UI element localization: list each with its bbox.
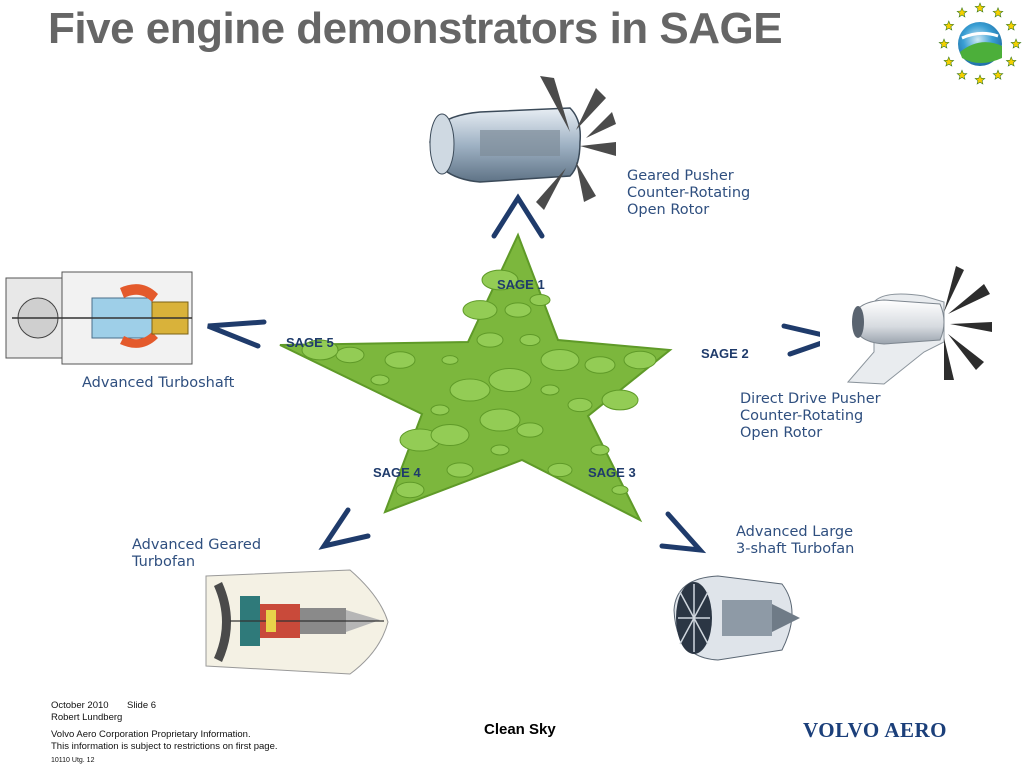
star-cylinder — [430, 424, 470, 446]
arrow-down-right — [659, 511, 707, 554]
eu-star-icon — [1005, 56, 1017, 67]
star-cylinder — [370, 374, 390, 386]
footer-date: October 2010 — [51, 700, 109, 711]
star-cylinder — [567, 397, 593, 413]
sage-tag-2: SAGE 2 — [701, 346, 749, 361]
star-cylinder — [476, 332, 504, 348]
footer-doc-code: 10110 Utg. 12 — [51, 757, 95, 764]
eu-star-icon — [938, 38, 950, 49]
eu-star-icon — [1005, 20, 1017, 31]
star-cylinder — [611, 485, 629, 495]
green-star-shape — [279, 232, 673, 523]
label-sage1: Geared Pusher Counter-Rotating Open Roto… — [627, 168, 751, 218]
label-sage4: Advanced Geared Turbofan — [132, 537, 262, 570]
sage-tag-5: SAGE 5 — [286, 335, 334, 350]
arrow-right — [781, 323, 820, 357]
star-cylinder — [449, 378, 491, 402]
star-cylinder — [488, 367, 532, 393]
star-cylinder — [540, 384, 560, 396]
engine-image-sage3 — [673, 575, 800, 661]
eu-star-icon — [956, 7, 968, 18]
clean-sky-logo — [938, 2, 1022, 85]
star-cylinder — [529, 294, 551, 306]
footer-proprietary-2: This information is subject to restricti… — [51, 741, 278, 752]
engine-image-sage1 — [429, 76, 616, 210]
star-cylinder — [584, 356, 616, 374]
volvo-aero-logo: VOLVO AERO — [803, 718, 948, 742]
star-cylinder — [590, 444, 610, 456]
star-cylinder — [516, 422, 544, 438]
eu-star-icon — [943, 20, 955, 31]
star-cylinder — [481, 269, 519, 291]
eu-star-icon — [992, 7, 1004, 18]
label-sage3: Advanced Large 3-shaft Turbofan — [736, 524, 855, 557]
star-cylinder — [601, 389, 639, 411]
star-cylinder — [623, 350, 657, 370]
engine-image-sage4 — [205, 569, 389, 675]
star-cylinder — [490, 444, 510, 456]
eu-star-icon — [956, 69, 968, 80]
engine-image-sage5 — [5, 271, 193, 365]
sage-tag-1: SAGE 1 — [497, 277, 545, 292]
star-cylinder-texture — [301, 269, 657, 499]
eu-star-icon — [1010, 38, 1022, 49]
star-cylinder — [301, 339, 339, 361]
arrow-left — [207, 319, 267, 349]
star-cylinder — [446, 462, 474, 478]
eu-star-icon — [943, 56, 955, 67]
footer-slide-number: Slide 6 — [127, 700, 157, 711]
eu-star-icon — [974, 74, 986, 85]
label-sage2: Direct Drive Pusher Counter-Rotating Ope… — [740, 391, 881, 441]
star-cylinder — [540, 349, 580, 371]
star-cylinder — [430, 404, 450, 416]
star-cylinder — [462, 300, 498, 320]
sage-tag-3: SAGE 3 — [588, 465, 636, 480]
eu-star-icon — [992, 69, 1004, 80]
star-cylinder — [335, 346, 365, 364]
arrow-down-left — [318, 507, 371, 550]
eu-star-icon — [974, 2, 986, 13]
star-cylinder — [395, 481, 425, 499]
arrow-up — [491, 193, 545, 239]
footer-proprietary-1: Volvo Aero Corporation Proprietary Infor… — [51, 729, 251, 740]
star-cylinder — [519, 334, 541, 346]
star-cylinder — [384, 351, 416, 369]
sage-tag-4: SAGE 4 — [373, 465, 421, 480]
sage-star-diagram — [207, 193, 820, 554]
label-sage5: Advanced Turboshaft — [82, 375, 235, 391]
star-cylinder — [479, 408, 521, 432]
engine-image-sage2 — [846, 266, 992, 385]
star-cylinder — [441, 355, 459, 365]
footer-clean-sky: Clean Sky — [484, 721, 556, 738]
footer-author: Robert Lundberg — [51, 712, 123, 723]
slide-title: Five engine demonstrators in SAGE — [48, 4, 783, 53]
star-cylinder — [504, 302, 532, 318]
star-cylinder — [547, 462, 573, 478]
